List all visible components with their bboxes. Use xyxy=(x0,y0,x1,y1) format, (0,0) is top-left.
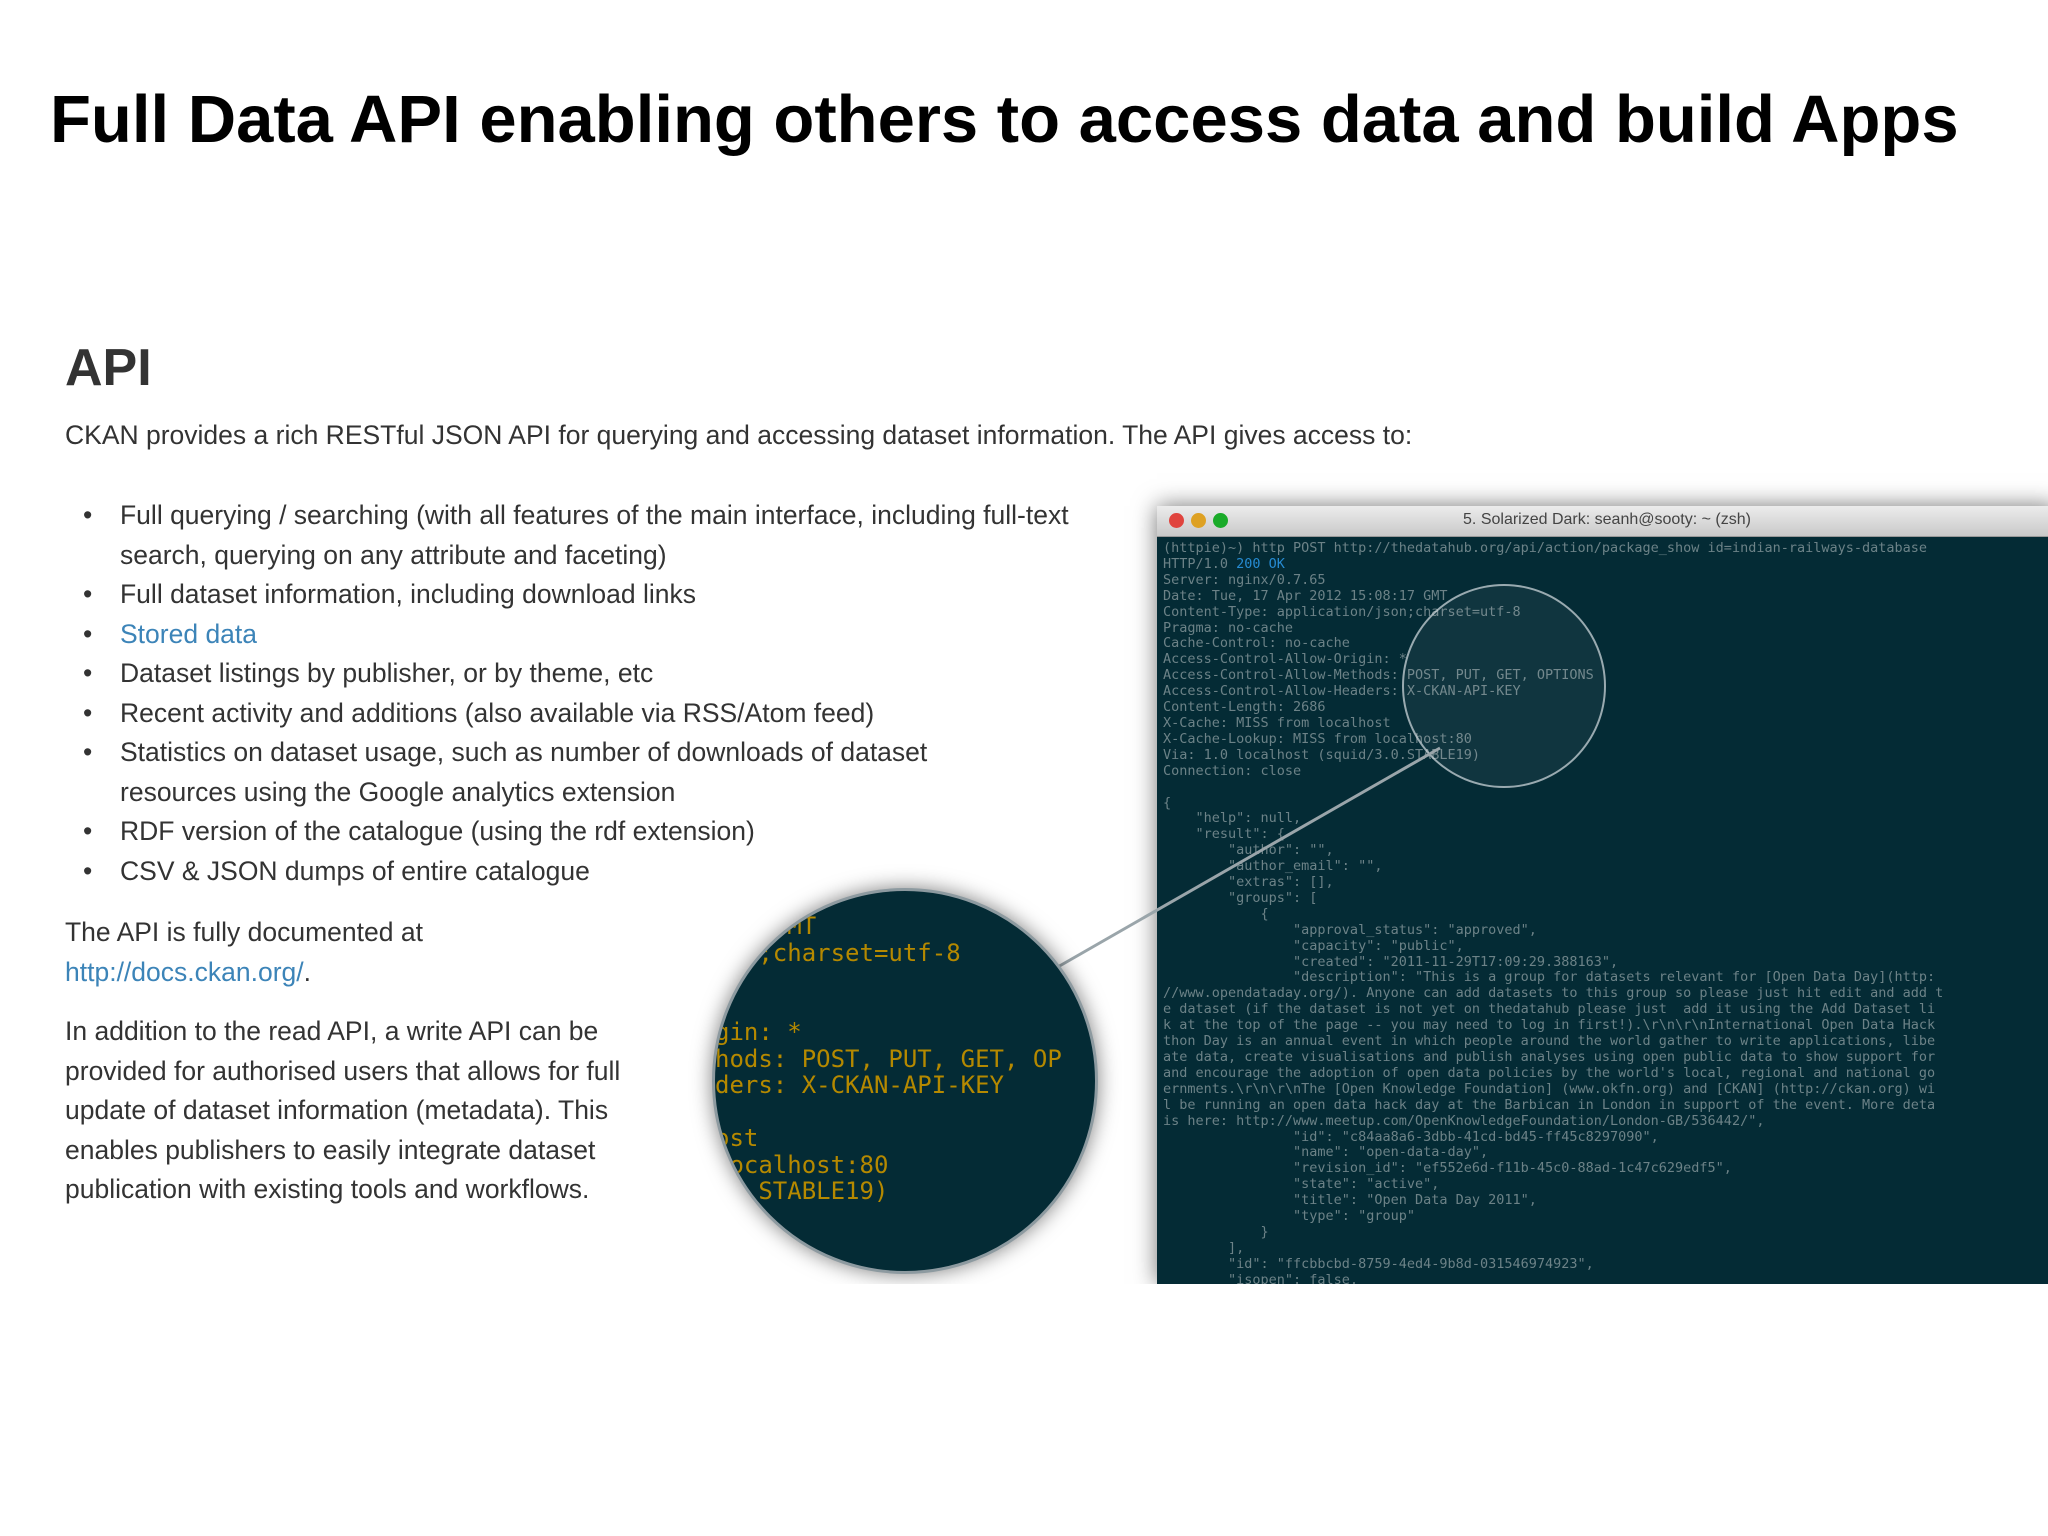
close-window-icon[interactable] xyxy=(1169,513,1184,528)
terminal-window: 5. Solarized Dark: seanh@sooty: ~ (zsh) … xyxy=(1157,506,2048,1284)
list-item: Dataset listings by publisher, or by the… xyxy=(83,654,1100,694)
zoom-lens xyxy=(1402,584,1606,788)
features-list: Full querying / searching (with all feat… xyxy=(83,496,1100,892)
terminal-titlebar: 5. Solarized Dark: seanh@sooty: ~ (zsh) xyxy=(1157,506,2048,537)
magnifier-callout: :17 GMT son;charset=utf-8 gin: * hods: P… xyxy=(712,888,1098,1274)
response-text: Server: nginx/0.7.65 Date: Tue, 17 Apr 2… xyxy=(1163,571,1944,1284)
api-heading: API xyxy=(65,339,152,397)
docs-text: The API is fully documented at xyxy=(65,917,423,947)
zoom-connector-line xyxy=(1055,746,1441,970)
list-item: Full querying / searching (with all feat… xyxy=(83,496,1110,575)
api-screenshot: API CKAN provides a rich RESTful JSON AP… xyxy=(40,318,2048,1284)
status-suffix: OK xyxy=(1260,555,1285,572)
list-item: Full dataset information, including down… xyxy=(83,575,1100,615)
zoom-window-icon[interactable] xyxy=(1213,513,1228,528)
stored-data-link[interactable]: Stored data xyxy=(120,618,258,649)
write-api-paragraph: In addition to the read API, a write API… xyxy=(65,1016,621,1204)
list-item: RDF version of the catalogue (using the … xyxy=(83,812,1100,852)
list-item: CSV & JSON dumps of entire catalogue xyxy=(83,852,1100,892)
minimize-window-icon[interactable] xyxy=(1191,513,1206,528)
terminal-output: (httpie)~) http POST http://thedatahub.o… xyxy=(1157,537,2048,1284)
terminal-title: 5. Solarized Dark: seanh@sooty: ~ (zsh) xyxy=(1463,511,1751,528)
terminal-command: (httpie)~) http POST http://thedatahub.o… xyxy=(1163,540,1928,556)
slide-title: Full Data API enabling others to access … xyxy=(50,82,1959,157)
status-prefix: HTTP/1.0 xyxy=(1163,555,1237,572)
docs-paragraph: The API is fully documented at http://doc… xyxy=(65,913,545,992)
list-item: Recent activity and additions (also avai… xyxy=(83,694,1100,734)
docs-link[interactable]: http://docs.ckan.org/ xyxy=(65,956,304,987)
api-intro: CKAN provides a rich RESTful JSON API fo… xyxy=(65,420,1413,450)
list-item: Stored data xyxy=(83,615,1100,655)
docs-suffix: . xyxy=(303,956,312,987)
status-code: 200 xyxy=(1236,555,1261,572)
list-item: Statistics on dataset usage, such as num… xyxy=(83,733,1050,812)
